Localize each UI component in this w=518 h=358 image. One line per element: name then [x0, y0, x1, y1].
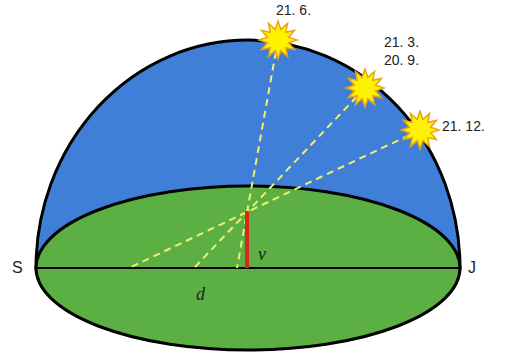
suns: [259, 21, 439, 149]
sun-symbol: [401, 111, 439, 149]
gnomon-stick: [245, 211, 249, 268]
direction-label: S: [12, 259, 23, 277]
date-label: 21. 6.: [276, 2, 311, 18]
sun-symbol: [346, 69, 384, 107]
date-label: 21. 3.: [384, 34, 419, 50]
date-label: 20. 9.: [384, 52, 419, 68]
date-label: 21. 12.: [442, 118, 485, 134]
sun-symbol: [259, 21, 297, 59]
height-label: v: [258, 244, 266, 264]
ray-equinox: [194, 88, 365, 268]
shadow-length-label: d: [196, 284, 205, 304]
sun-rays: [129, 40, 420, 268]
ray-june: [237, 40, 278, 268]
ray-december: [129, 130, 420, 268]
direction-label: J: [468, 259, 476, 277]
